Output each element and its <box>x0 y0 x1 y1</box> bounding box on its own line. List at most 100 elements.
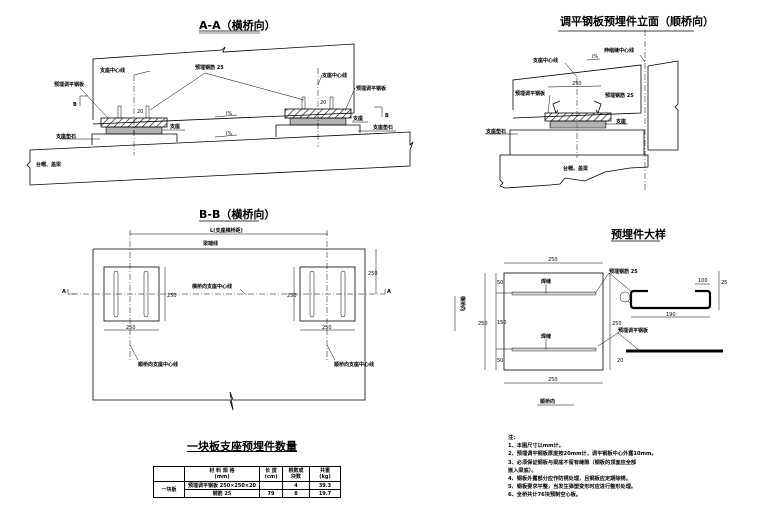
dim-left-height: 250 <box>167 293 177 299</box>
label-joint-center: 伸缩缝中心线 <box>603 47 634 54</box>
dim-span-label: L(支座横桥距) <box>210 227 243 234</box>
label-plate-left: 预埋调平钢板 <box>54 81 85 88</box>
dim-right-height: 250 <box>287 293 297 299</box>
dim-line <box>547 85 602 88</box>
label-section-b-right: B <box>385 113 389 119</box>
dim-gap-left: 20 <box>137 109 143 115</box>
label-longitudinal-center-left: 顺桥向支座中心线 <box>138 361 178 368</box>
dim-hook-len-label: 190 <box>666 312 676 318</box>
note-item: 5、钢板要求平整，当发生弹塑变形时应进行整形处理。 <box>508 484 637 491</box>
dim-seg2: 150 <box>497 320 507 326</box>
label-pad-stone-left: 支座垫石 <box>55 133 76 140</box>
dim-right-width: 250 <box>322 325 332 331</box>
table-cell-count: 4 <box>282 481 310 490</box>
leader <box>617 332 641 352</box>
rebar-stud <box>145 105 150 119</box>
table-header-row: 材 料 规 格 (mm) 长 度 (cm) 根数或 块数 共重 (kg) <box>153 466 341 482</box>
label-longitudinal-center-right: 顺桥向支座中心线 <box>334 361 374 368</box>
note-item: 3、必须保证钢板与梁底不留有缝隙（钢板的顶面应全部 <box>508 459 637 466</box>
section-mark-b-right <box>374 106 383 117</box>
note-item: 2、预埋调平钢板厚度按20mm计，调平钢板中心外露10mm。 <box>508 451 657 458</box>
label-embedded-rebar: 预埋钢筋 25 <box>605 92 634 99</box>
rebar-hook-left <box>552 100 561 114</box>
dim-bottom-label: 250 <box>548 377 558 383</box>
label-slope: i% <box>226 131 232 137</box>
view-bb-title: B-B（横桥向） <box>199 207 275 221</box>
label-pier-cap: 台帽、盖梁 <box>563 165 589 172</box>
leader <box>608 272 633 293</box>
label-pad-stone-right: 支座垫石 <box>372 124 393 131</box>
leader <box>133 70 151 76</box>
view-bb: B-B（横桥向） L(支座横桥距) 梁端线 横桥向支座中心线 顺桥向支座中心线 … <box>62 207 391 411</box>
dim-plate-thk: 20 <box>617 358 623 364</box>
label-bearing-right: 支座 <box>352 115 363 122</box>
leader <box>639 54 646 63</box>
label-section-a-left: A <box>62 289 66 295</box>
rebar-stud <box>301 96 306 110</box>
table-row: 一块板 预埋调平钢板 250×250×20 4 39.3 <box>153 481 341 498</box>
label-plate-right: 预埋调平钢板 <box>356 85 387 92</box>
leader <box>564 62 578 78</box>
detail-plate <box>503 272 604 371</box>
table-header-cell: 长 度 (cm) <box>259 466 283 482</box>
section-mark-a-left <box>67 289 75 295</box>
note-item: 嵌入梁底）。 <box>508 467 537 474</box>
table-header-cell: 材 料 规 格 (mm) <box>184 466 260 482</box>
label-pier-cap: 台帽、盖梁 <box>36 161 62 168</box>
table-header-cell <box>153 466 185 482</box>
dim-right-label: 250 <box>612 321 622 327</box>
label-plate: 预埋调平钢板 <box>618 327 649 334</box>
dim-gap-right: 20 <box>320 100 326 106</box>
adjacent-beam <box>647 60 679 151</box>
table-cell-length: 79 <box>259 489 283 498</box>
label-embedded-rebar: 预埋钢筋 25 <box>195 64 224 71</box>
dim-edge: 250 <box>368 271 378 277</box>
dim-hook-lip-label: 100 <box>698 278 708 284</box>
label-slope: i% <box>592 54 598 60</box>
label-bearing: 支座 <box>615 118 626 125</box>
beam-outline <box>92 43 355 125</box>
notes-heading: 注： <box>508 435 519 441</box>
leader <box>344 87 356 112</box>
table-cell-count: 8 <box>282 489 310 498</box>
magnifier-icon <box>627 300 632 305</box>
note-item: 4、钢板外露部分应作防锈处理，且钢板应定期除锈。 <box>508 476 631 483</box>
table-cell-weight: 19.7 <box>309 489 341 498</box>
dim-left-width: 250 <box>126 325 136 331</box>
label-bearing-left: 支座 <box>169 123 180 130</box>
bearing <box>549 120 607 129</box>
leader <box>326 344 336 361</box>
rebar-stud <box>329 96 334 110</box>
leader <box>239 288 246 295</box>
table-group-label: 一块板 <box>153 481 185 498</box>
dim-width: 250 <box>572 81 582 87</box>
notes-block: 注： 1、本图尺寸以mm计。 2、预埋调平钢板厚度按20mm计，调平钢板中心外露… <box>508 434 688 500</box>
leader <box>149 72 206 111</box>
plate-left <box>103 266 160 322</box>
view-aa: A-A（横桥向） <box>26 18 414 186</box>
dim-hook-h-label: 25 <box>721 280 727 286</box>
slope-arrow <box>214 114 238 118</box>
pier-cap <box>499 154 649 189</box>
magnifier-icon <box>619 291 631 303</box>
dim-top-label: 250 <box>548 257 558 263</box>
label-transverse-dir: 横桥向 <box>459 295 466 311</box>
view-aa-title: A-A（横桥向） <box>199 18 276 32</box>
leader <box>547 94 551 114</box>
table-cell-spec: 钢筋 25 <box>184 489 260 498</box>
embedded-plate <box>544 112 612 122</box>
quantity-table: 材 料 规 格 (mm) 长 度 (cm) 根数或 块数 共重 (kg) 一块板… <box>153 466 341 498</box>
label-beam-end: 梁端线 <box>202 240 218 247</box>
pad-stone-left <box>91 133 178 145</box>
slope-arrow <box>214 134 238 138</box>
table-cell-length <box>259 481 283 490</box>
table-cell-spec: 预埋调平钢板 250×250×20 <box>184 481 260 490</box>
label-rebar: 预埋钢筋 25 <box>609 268 638 275</box>
label-section-b-left: B <box>73 102 77 108</box>
leader <box>204 72 305 101</box>
quantity-table-title: 一块板支座预埋件数量 <box>187 440 297 453</box>
leader <box>129 344 139 361</box>
view-detail: 预埋件大样 250 250 250 250 50 150 50 焊缝 <box>454 227 727 406</box>
table-header-cell: 共重 (kg) <box>309 466 341 482</box>
